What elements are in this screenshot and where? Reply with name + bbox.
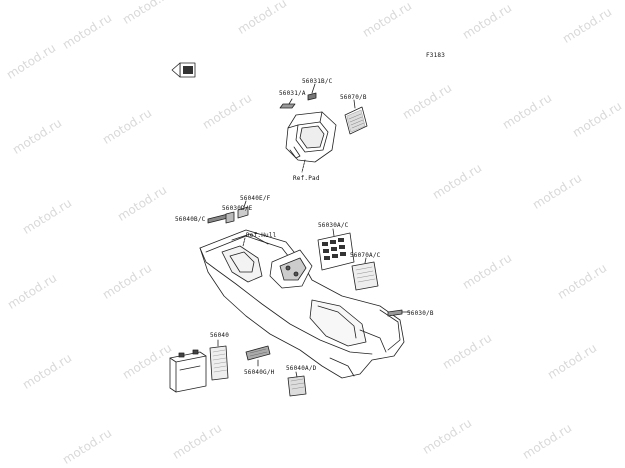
decal-56040 bbox=[209, 339, 229, 381]
hull-part bbox=[199, 229, 405, 379]
figure-code: F3183 bbox=[426, 52, 446, 59]
decal-56030B bbox=[387, 309, 411, 317]
callout-ref-hull: Ref.Hull bbox=[246, 232, 277, 239]
decal-56030AC bbox=[317, 228, 355, 271]
callout-56031A: 56031/A bbox=[279, 90, 306, 97]
decal-56040BC bbox=[207, 213, 229, 224]
callout-56040GH: 56040G/H bbox=[244, 369, 275, 376]
decal-56031BC bbox=[307, 83, 317, 101]
decal-56040GH bbox=[245, 345, 271, 367]
decal-56040AD bbox=[287, 371, 307, 397]
battery-part bbox=[169, 349, 207, 393]
callout-56031BC: 56031B/C bbox=[302, 78, 333, 85]
callout-ref-pad: Ref.Pad bbox=[293, 175, 320, 182]
front-arrow-icon bbox=[171, 62, 196, 78]
callout-56030DE: 56030D/E bbox=[222, 205, 253, 212]
callout-56040AD: 56040A/D bbox=[286, 365, 317, 372]
pad-part bbox=[285, 111, 337, 173]
decal-56031A bbox=[279, 98, 296, 109]
callout-56040BC: 56040B/C bbox=[175, 216, 206, 223]
callout-56040: 56040 bbox=[210, 332, 230, 339]
decal-56070B bbox=[344, 99, 368, 135]
callout-56030AC: 56030A/C bbox=[318, 222, 349, 229]
callout-56030B: 56030/B bbox=[407, 310, 434, 317]
callout-56040EF: 56040E/F bbox=[240, 195, 271, 202]
decal-56070AC bbox=[351, 257, 379, 291]
decal-56030DE bbox=[225, 211, 235, 224]
callout-56070B: 56070/B bbox=[340, 94, 367, 101]
decal-56040EF bbox=[237, 200, 249, 219]
callout-56070AC: 56070A/C bbox=[350, 252, 381, 259]
